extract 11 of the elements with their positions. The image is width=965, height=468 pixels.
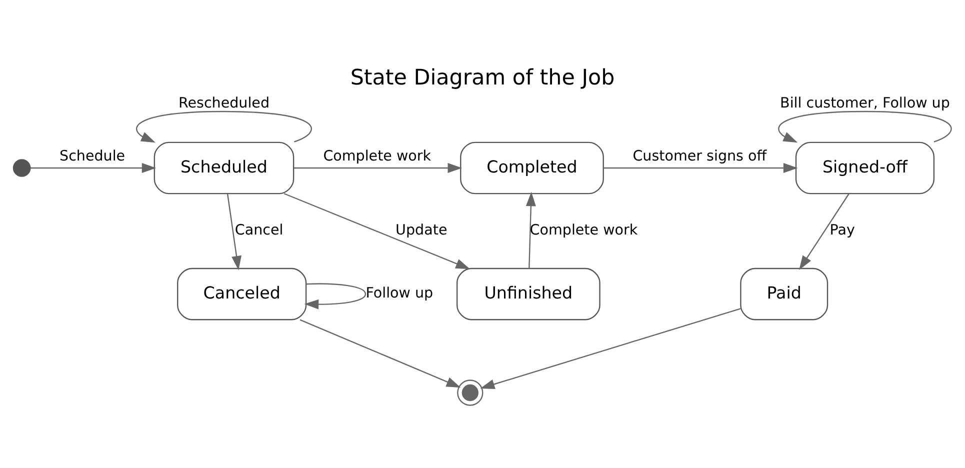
edge-label: Follow up xyxy=(366,286,434,302)
edge-label: Bill customer, Follow up xyxy=(780,95,950,112)
edge-label: Complete work xyxy=(530,222,638,239)
edge-label: Pay xyxy=(830,222,855,239)
edge-label: Customer signs off xyxy=(632,148,767,164)
edge-label: Cancel xyxy=(234,222,284,239)
edge-label: Rescheduled xyxy=(178,95,270,112)
edge-label: Complete work xyxy=(323,148,432,164)
edge-label: Update xyxy=(396,222,448,239)
edge-label: Schedule xyxy=(60,148,126,164)
diagram-title: State Diagram of the Job xyxy=(350,66,615,91)
